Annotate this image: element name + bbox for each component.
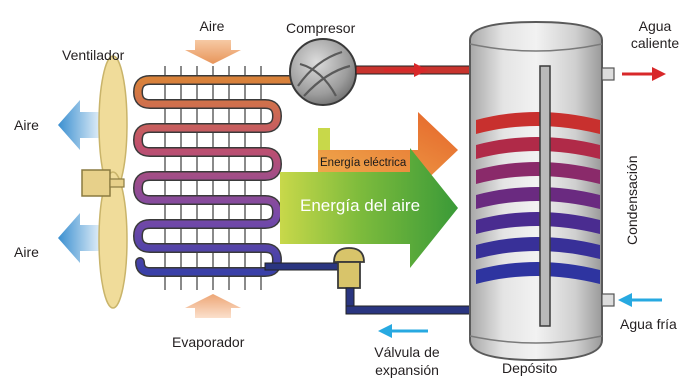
hot-water-label-line2: caliente [630,35,680,51]
tank-label: Depósito [502,360,558,376]
evaporator-label: Evaporador [172,334,245,350]
hot-water-outlet [601,67,666,81]
expansion-valve-label-line2: expansión [375,362,439,378]
air-in-top-arrow [185,40,241,64]
air-in-bottom-arrow [185,294,241,318]
expansion-valve-label-line1: Válvula de [374,344,440,360]
air-out-bottom-label: Aire [14,244,39,260]
tank-inner-pipe [539,65,551,327]
cold-water-inlet [601,293,662,307]
expansion-flow-arrow [378,324,428,338]
air-energy-label: Energía del aire [300,196,421,215]
compressor [289,38,357,106]
air-out-bottom-arrow [58,213,108,263]
air-energy-arrow [280,148,458,268]
fan [81,55,128,309]
condensation-label: Condensación [624,155,640,245]
evaporator-coil [132,75,297,277]
air-top-label: Aire [199,18,225,34]
cold-water-label: Agua fría [620,316,677,332]
air-out-top-label: Aire [14,117,39,133]
fan-label: Ventilador [62,47,125,63]
hot-water-label-line1: Agua [638,18,672,34]
electric-energy-label: Energía eléctrica [320,157,407,169]
condensation-coils [476,112,600,284]
expansion-valve [333,247,365,313]
air-out-top-arrow [58,100,108,150]
hot-flow-arrow [384,63,428,77]
compressor-label: Compresor [286,20,356,36]
pipe-evap-to-valve [264,262,348,271]
